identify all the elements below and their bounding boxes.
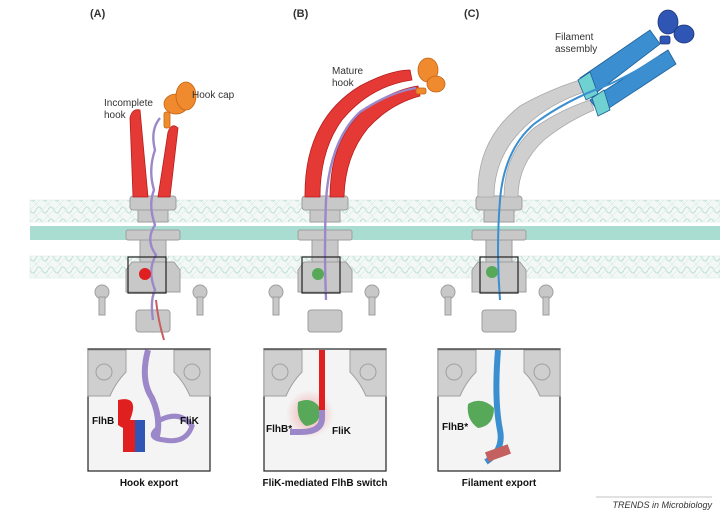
- flhb-red-a: [139, 268, 151, 280]
- label-mature-hook-1: Mature: [332, 66, 364, 77]
- inset-a-flhb: FlhB: [92, 416, 114, 427]
- trends-credit: TRENDS in Microbiology: [612, 500, 712, 510]
- flhb-green-b: [312, 268, 324, 280]
- inset-c: FlhB* Filament export: [437, 348, 561, 489]
- label-mature-hook-2: hook: [332, 78, 355, 89]
- label-hook-cap: Hook cap: [192, 90, 235, 101]
- zoom-box-b: [301, 256, 341, 294]
- panel-c-letter: (C): [464, 8, 480, 20]
- inset-a: FlhB FliK Hook export: [87, 348, 211, 489]
- flik-chain-a: [149, 117, 161, 321]
- inset-a-caption: Hook export: [120, 478, 179, 489]
- label-incomplete-hook-1: Incomplete: [104, 98, 153, 109]
- inset-c-caption: Filament export: [462, 478, 537, 489]
- inset-b-flik: FliK: [332, 426, 352, 437]
- filament: [577, 29, 677, 117]
- label-filament-assembly-2: assembly: [555, 44, 597, 55]
- filament-chain-c: [497, 55, 661, 301]
- flhb-green-c: [486, 266, 498, 278]
- export-substrate-a: [155, 299, 165, 341]
- outer-membrane: [29, 199, 720, 223]
- zoom-box-a: [127, 256, 167, 294]
- flik-chain-b: [323, 86, 417, 301]
- inset-a-flik: FliK: [180, 416, 200, 427]
- panel-a: (A) Incomplete hook Hoo: [87, 8, 235, 489]
- panel-a-letter: (A): [90, 8, 106, 20]
- inset-b-flhb: FlhB*: [266, 424, 292, 435]
- inset-c-flhb: FlhB*: [442, 422, 468, 433]
- inset-b-caption: FliK-mediated FlhB switch: [262, 478, 387, 489]
- inner-membrane: [29, 255, 720, 279]
- panel-b-letter: (B): [293, 8, 309, 20]
- inset-b: FlhB* FliK FliK-mediated FlhB switch: [262, 348, 388, 489]
- panel-c: (C) Filament assem: [437, 8, 695, 489]
- hook-cap-a: [163, 81, 197, 129]
- label-filament-assembly-1: Filament: [555, 32, 594, 43]
- peptidoglycan-layer: [30, 226, 720, 240]
- mature-hook: [304, 69, 421, 198]
- panel-b: (B) Mature hook: [262, 8, 446, 489]
- filament-cap: [657, 9, 695, 45]
- label-incomplete-hook-2: hook: [104, 110, 127, 121]
- hook-cap-b: [415, 57, 446, 95]
- zoom-box-c: [479, 256, 519, 294]
- incomplete-hook: [129, 109, 179, 198]
